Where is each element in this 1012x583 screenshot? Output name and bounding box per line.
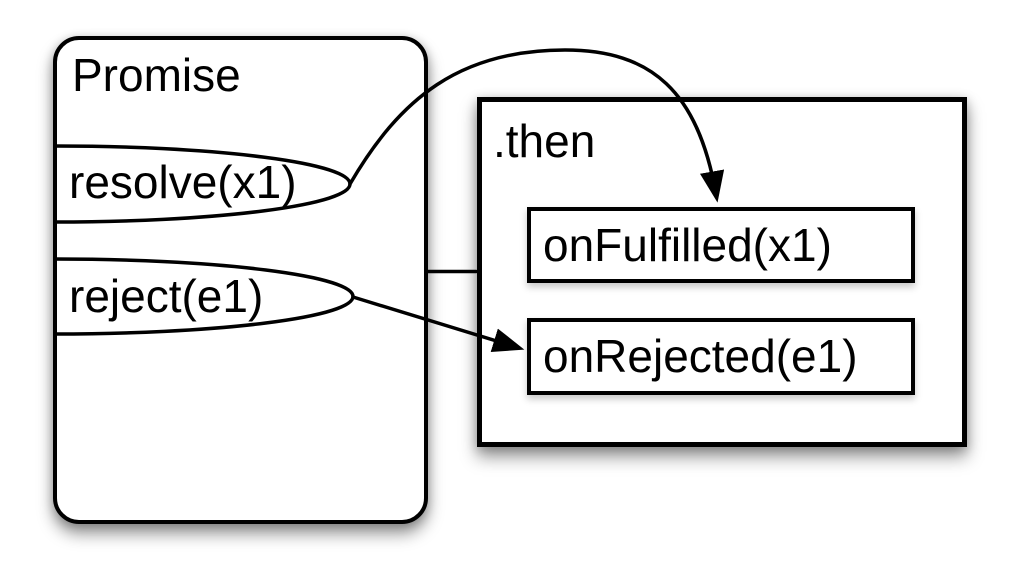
then-box: .then onFulfilled(x1) onRejected(e1) — [477, 97, 967, 447]
then-box-title: .then — [493, 115, 596, 167]
onrejected-label: onRejected(e1) — [543, 330, 858, 382]
resolve-method-label: resolve(x1) — [69, 156, 297, 208]
onfulfilled-box: onFulfilled(x1) — [527, 207, 915, 283]
reject-method-label: reject(e1) — [69, 270, 264, 322]
onfulfilled-label: onFulfilled(x1) — [543, 219, 832, 271]
promise-box: Promise resolve(x1) reject(e1) — [53, 36, 428, 524]
onrejected-box: onRejected(e1) — [527, 318, 915, 395]
promise-box-title: Promise — [72, 49, 241, 101]
